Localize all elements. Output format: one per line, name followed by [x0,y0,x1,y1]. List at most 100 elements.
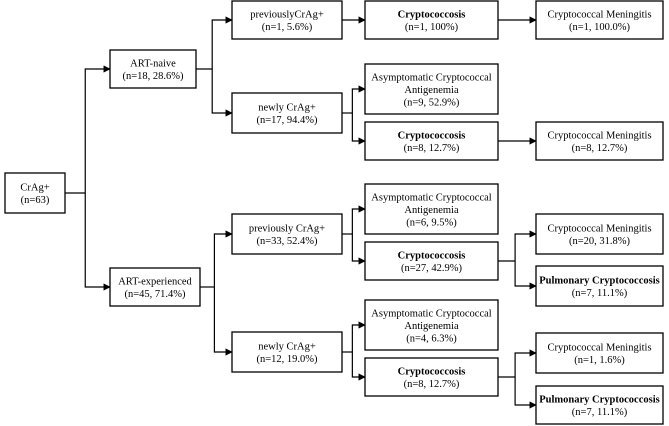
node-nn-crypto: Cryptococcosis(n=8, 12.7%) [364,121,499,161]
node-box [364,63,499,115]
node-label-line: (n=20, 31.8%) [569,236,631,247]
node-box [535,332,664,374]
node-label-line: Cryptococcal Meningitis [547,10,651,21]
node-label-line: Cryptococcosis [398,367,466,378]
node-label-line: (n=9, 52.9%) [404,97,460,108]
edge-ep-crypto-to-ep-cm [514,230,537,261]
node-ep-crypto: Cryptococcosis(n=27, 42.9%) [364,241,499,281]
edge-art-naive-to-naive-new [211,69,233,117]
node-label-line: Cryptococcosis [398,131,466,142]
node-label-line: Pulmonary Cryptococcosis [539,276,659,287]
node-en-crypto: Cryptococcosis(n=8, 12.7%) [364,357,499,397]
edge-en-crypto-to-en-pc [514,377,537,409]
node-box [231,213,343,255]
edge-art-naive-to-naive-prev [211,16,233,69]
node-label-line: CrAg+ [20,183,49,194]
node-ep-pc: Pulmonary Cryptococcosis(n=7, 11.1%) [535,265,664,307]
node-label-line: previously CrAg+ [249,224,325,235]
node-label-line: (n=4, 6.3%) [406,333,457,344]
node-label-line: (n=18, 28.6%) [122,71,184,82]
edge-naive-new-to-nn-asym [351,85,366,113]
node-label-line: Asymptomatic Cryptococcal [371,72,492,83]
node-ep-asym: Asymptomatic CryptococcalAntigenemia(n=6… [364,183,499,235]
node-art-exp: ART-experienced(n=45, 71.4%) [109,267,201,307]
node-en-asym: Asymptomatic CryptococcalAntigenemia(n=4… [364,299,499,351]
node-label-line: (n=8, 12.7%) [404,143,460,154]
node-label-line: Antigenemia [404,205,459,216]
node-ep-cm: Cryptococcal Meningitis(n=20, 31.8%) [535,213,664,255]
node-label-line: newly CrAg+ [258,103,316,114]
node-exp-prev: previously CrAg+(n=33, 52.4%) [231,213,343,255]
node-label-line: (n=33, 52.4%) [256,236,318,247]
node-box [364,357,499,397]
node-box [364,299,499,351]
node-box [109,267,201,307]
node-label-line: (n=7, 11.1%) [572,407,628,418]
node-box [231,0,343,40]
edge-exp-new-to-en-crypto [351,352,366,381]
node-label-line: previouslyCrAg+ [250,10,324,21]
node-label-line: (n=8, 12.7%) [404,379,460,390]
edge-exp-new-to-en-asym [351,321,366,352]
node-label-line: Cryptococcosis [398,251,466,262]
edge-exp-prev-to-ep-asym [351,205,366,234]
node-box [535,121,664,161]
node-en-pc: Pulmonary Cryptococcosis(n=7, 11.1%) [535,385,664,425]
node-box [231,92,343,134]
node-exp-new: newly CrAg+(n=12, 19.0%) [231,331,343,373]
node-label-line: Antigenemia [404,321,459,332]
node-box [364,0,499,40]
node-label-line: Pulmonary Cryptococcosis [539,395,659,406]
node-box [109,49,197,89]
edge-exp-prev-to-ep-crypto [351,234,366,265]
node-label-line: (n=1, 1.6%) [574,355,625,366]
edge-root-to-art-exp [84,193,111,291]
node-box [364,183,499,235]
node-label-line: ART-experienced [118,277,192,288]
node-label-line: (n=45, 71.4%) [124,289,186,300]
node-box [231,331,343,373]
node-box [535,385,664,425]
edge-root-to-art-naive [84,65,111,193]
node-label-line: (n=1, 5.6%) [262,22,313,33]
node-box [535,265,664,307]
node-root: CrAg+(n=63) [4,172,66,214]
node-box [4,172,66,214]
edge-art-exp-to-exp-new [213,287,233,356]
node-label-line: ART-naive [130,59,176,70]
edge-ep-crypto-to-ep-pc [514,261,537,290]
node-label-line: (n=12, 19.0%) [256,354,318,365]
node-label-line: (n=8, 12.7%) [572,143,628,154]
node-label-line: newly CrAg+ [258,342,316,353]
node-art-naive: ART-naive(n=18, 28.6%) [109,49,197,89]
node-label-line: Cryptococcal Meningitis [547,343,651,354]
node-label-line: Asymptomatic Cryptococcal [371,308,492,319]
node-label-line: (n=7, 11.1%) [572,288,628,299]
node-label-line: Asymptomatic Cryptococcal [371,192,492,203]
node-en-cm: Cryptococcal Meningitis(n=1, 1.6%) [535,332,664,374]
node-box [535,213,664,255]
node-label-line: (n=63) [21,195,50,206]
node-box [535,0,664,40]
node-label-line: (n=27, 42.9%) [401,263,463,274]
edge-en-crypto-to-en-cm [514,349,537,377]
node-naive-prev: previouslyCrAg+(n=1, 5.6%) [231,0,343,40]
node-np-cm: Cryptococcal Meningitis(n=1, 100.0%) [535,0,664,40]
node-box [364,121,499,161]
node-label-line: (n=17, 94.4%) [256,115,318,126]
edge-naive-new-to-nn-crypto [351,113,366,145]
node-label-line: (n=1, 100.0%) [569,22,631,33]
node-label-line: Cryptococcal Meningitis [547,131,651,142]
node-naive-new: newly CrAg+(n=17, 94.4%) [231,92,343,134]
node-label-line: Cryptococcosis [398,10,466,21]
node-np-crypto: Cryptococcosis(n=1, 100%) [364,0,499,40]
edge-art-exp-to-exp-prev [213,230,233,287]
node-box [364,241,499,281]
node-nn-asym: Asymptomatic CryptococcalAntigenemia(n=9… [364,63,499,115]
node-label-line: Antigenemia [404,85,459,96]
node-label-line: (n=1, 100%) [405,22,459,33]
node-label-line: Cryptococcal Meningitis [547,224,651,235]
node-label-line: (n=6, 9.5%) [406,217,457,228]
node-nn-cm: Cryptococcal Meningitis(n=8, 12.7%) [535,121,664,161]
